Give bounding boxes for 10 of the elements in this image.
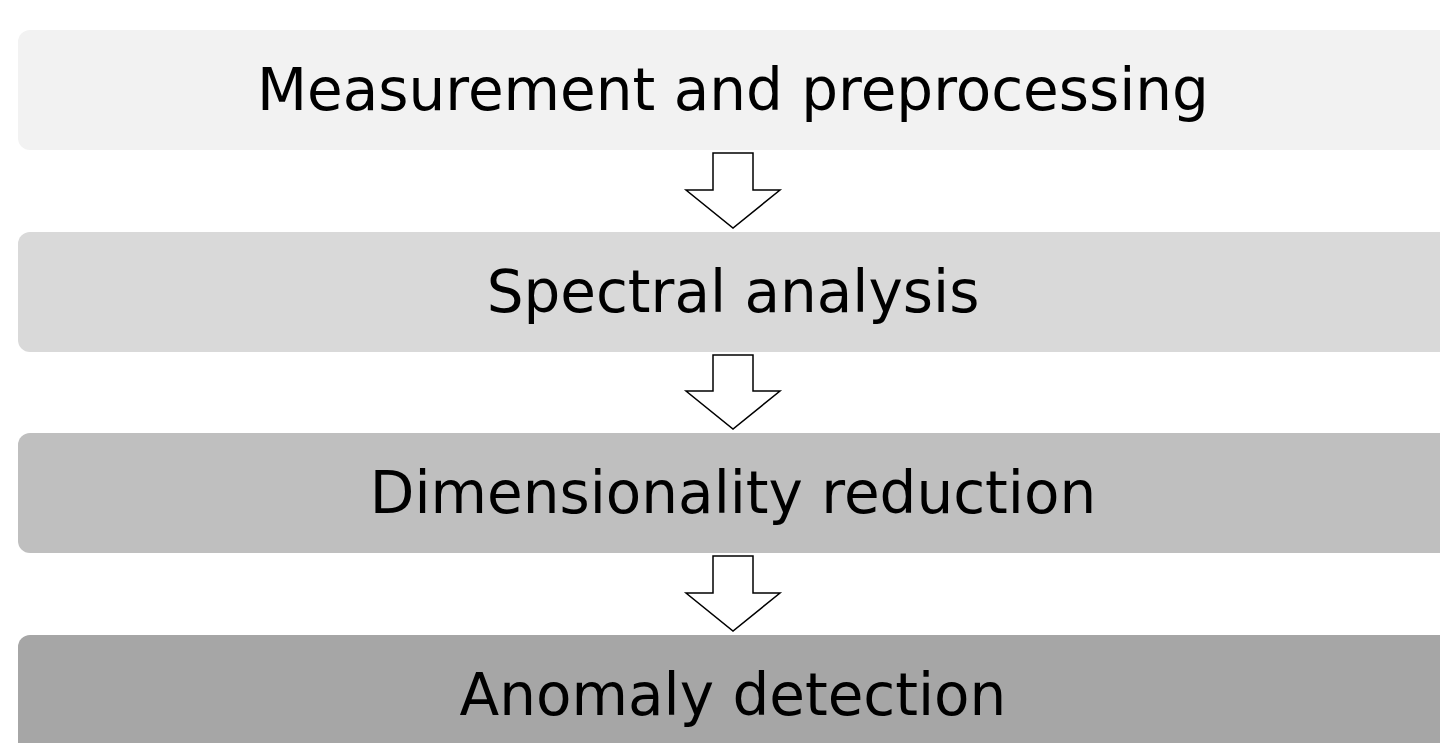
process-box <box>18 433 1440 553</box>
process-box <box>18 232 1440 352</box>
block-arrow <box>683 555 783 632</box>
step-label: Spectral analysis <box>486 258 980 326</box>
step-label: Measurement and preprocessing <box>257 56 1209 124</box>
step-label: Anomaly detection <box>459 661 1007 729</box>
process-box <box>18 635 1440 743</box>
block-arrow <box>683 152 783 229</box>
block-arrow <box>683 354 783 430</box>
step-label: Dimensionality reduction <box>369 459 1097 527</box>
